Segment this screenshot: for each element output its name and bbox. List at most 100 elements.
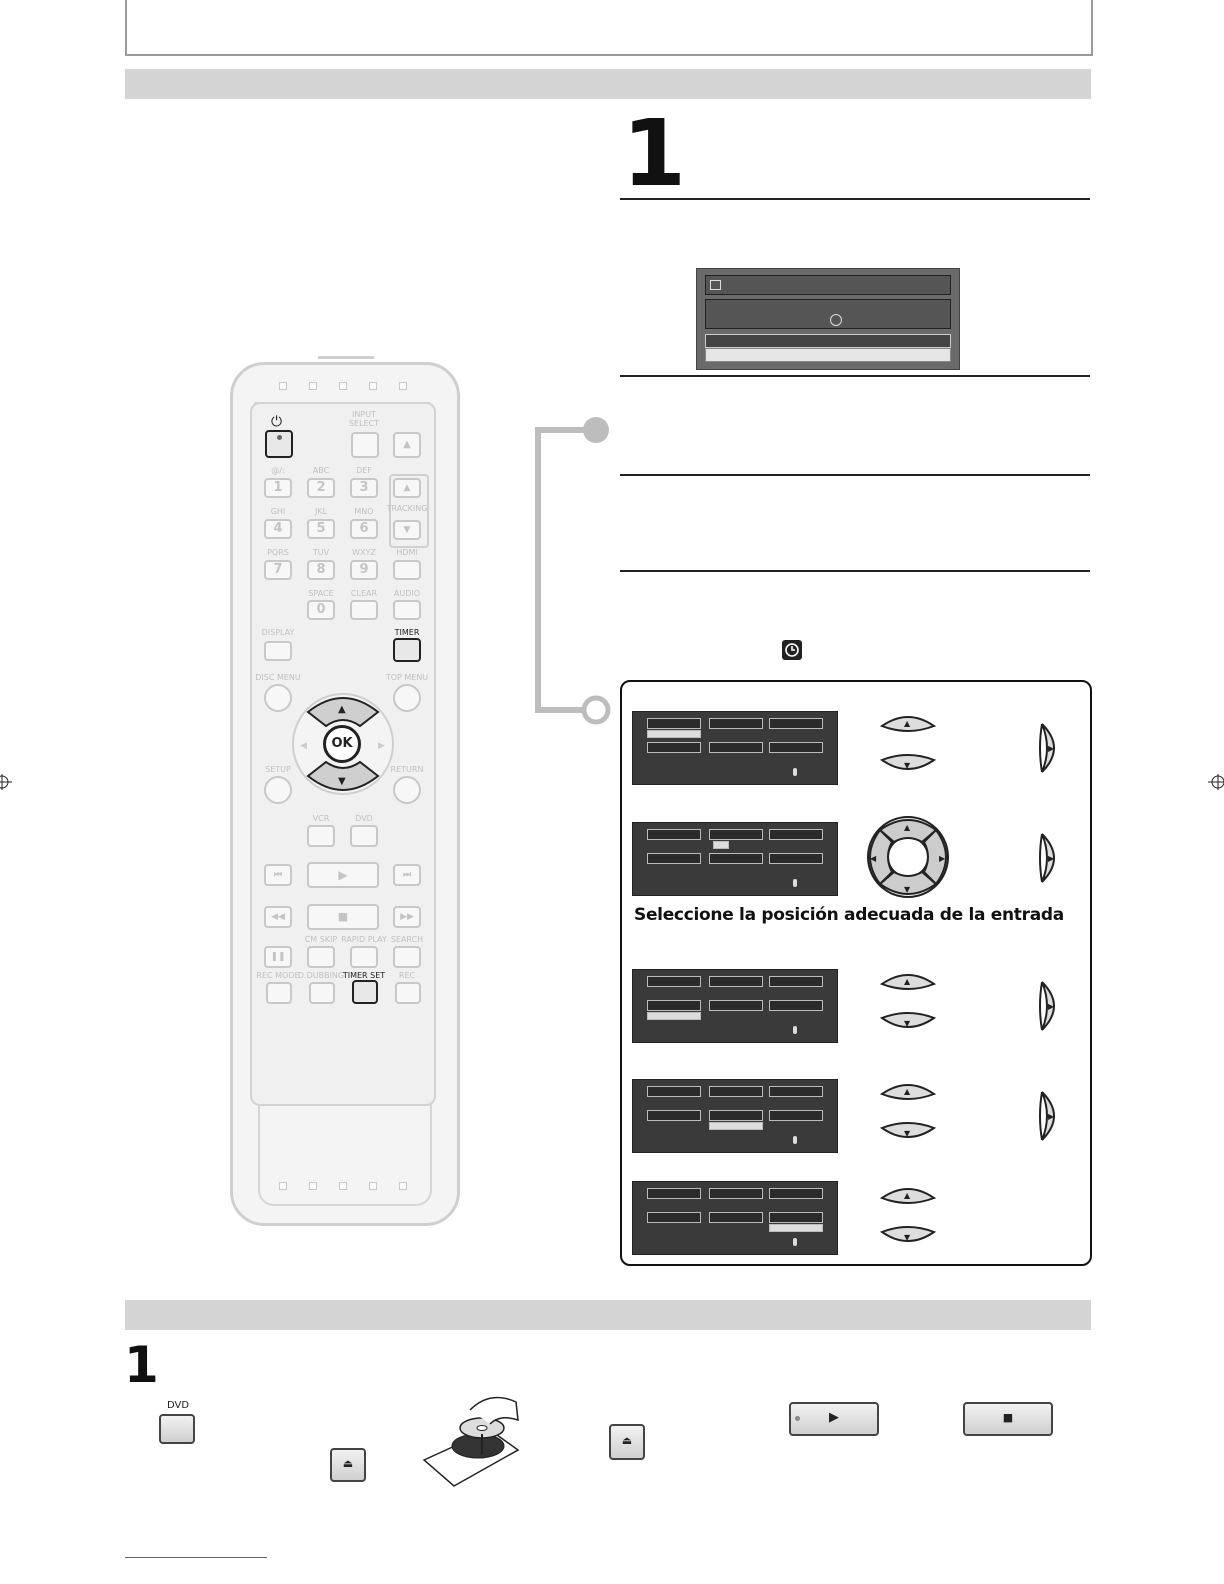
search-button[interactable] — [393, 946, 421, 968]
search-label: SEARCH — [390, 935, 424, 944]
timer-button[interactable] — [393, 638, 421, 662]
right-arrow-button-1[interactable]: ▶ — [1036, 720, 1068, 776]
up-arrow-button[interactable] — [320, 692, 366, 722]
display-button[interactable] — [264, 641, 292, 661]
remote-led — [279, 382, 287, 390]
key-3-label: DEF — [356, 466, 372, 475]
key-5[interactable]: 5 — [307, 519, 335, 539]
svg-text:▲: ▲ — [904, 719, 911, 728]
up-down-buttons-5[interactable]: ▲ ▼ — [878, 1180, 938, 1250]
key-7-label: PQRS — [267, 548, 289, 557]
disc-menu-label: DISC MENU — [255, 673, 301, 682]
up-down-buttons-3[interactable]: ▲ ▼ — [878, 966, 938, 1036]
dvd-button[interactable] — [159, 1414, 195, 1444]
svg-text:▼: ▼ — [904, 885, 911, 894]
disc-menu-button[interactable] — [264, 684, 292, 712]
key-7[interactable]: 7 — [264, 560, 292, 580]
menu-title-bar — [705, 275, 951, 295]
position-caption: Seleccione la posición adecuada de la en… — [634, 905, 1064, 925]
tracking-down-button[interactable]: ▼ — [393, 520, 421, 540]
eject-button[interactable]: ▲ — [393, 432, 421, 458]
skip-back-button[interactable]: ⏮ — [264, 864, 292, 886]
timer-label: TIMER — [394, 628, 420, 637]
svg-text:▼: ▼ — [904, 761, 911, 770]
open-close-button-2[interactable]: ⏏ — [609, 1424, 645, 1460]
right-arrow-button-2[interactable]: ▶ — [1036, 830, 1068, 886]
open-close-button-1[interactable]: ⏏ — [330, 1448, 366, 1482]
registration-mark-right — [1208, 774, 1224, 790]
section-band-bottom — [125, 1300, 1091, 1330]
up-down-buttons-4[interactable]: ▲ ▼ — [878, 1076, 938, 1146]
rapid-play-button[interactable] — [350, 946, 378, 968]
power-button[interactable] — [265, 430, 293, 458]
right-arrow-button-4[interactable]: ▶ — [1036, 1088, 1068, 1144]
stop-button[interactable]: ■ — [307, 904, 379, 930]
rec-label: REC — [398, 971, 416, 980]
tracking-up-button[interactable]: ▲ — [393, 478, 421, 498]
hdmi-button[interactable] — [393, 560, 421, 580]
timer-set-button[interactable] — [352, 980, 378, 1004]
key-6[interactable]: 6 — [350, 519, 378, 539]
pause-button[interactable]: ❚❚ — [264, 946, 292, 968]
skip-forward-button[interactable]: ⏭ — [393, 864, 421, 886]
key-0[interactable]: 0 — [307, 600, 335, 620]
setup-label: SETUP — [265, 765, 291, 774]
d-dubbing-button[interactable] — [309, 982, 335, 1004]
down-arrow-button[interactable] — [320, 766, 366, 796]
four-way-pad[interactable]: ▲▼ ◀▶ — [864, 814, 952, 900]
menu-icon — [710, 280, 721, 290]
cm-skip-button[interactable] — [307, 946, 335, 968]
timer-screen-4 — [632, 1079, 838, 1153]
top-menu-button[interactable] — [393, 684, 421, 712]
play-button[interactable]: ▶ — [307, 862, 379, 888]
input-select-label: INPUT SELECT — [348, 410, 380, 428]
key-1[interactable]: 1 — [264, 478, 292, 498]
svg-text:◀: ◀ — [870, 854, 877, 863]
space-label: SPACE — [308, 589, 334, 598]
key-9[interactable]: 9 — [350, 560, 378, 580]
svg-text:▼: ▼ — [904, 1233, 911, 1242]
clear-button[interactable] — [350, 600, 378, 620]
remote-led — [279, 1182, 287, 1190]
timer-screen-2 — [632, 822, 838, 896]
svg-text:▶: ▶ — [1048, 1112, 1055, 1121]
timer-screen-1 — [632, 711, 838, 785]
rewind-button[interactable]: ◀◀ — [264, 906, 292, 928]
play-button-large[interactable]: ▶ — [789, 1402, 879, 1436]
display-label: DISPLAY — [261, 628, 295, 637]
menu-panel — [705, 299, 951, 329]
key-3[interactable]: 3 — [350, 478, 378, 498]
key-6-label: MNO — [354, 507, 374, 516]
key-4[interactable]: 4 — [264, 519, 292, 539]
play-led — [795, 1416, 800, 1421]
step-number-top: 1 — [622, 100, 687, 207]
dvd-button[interactable] — [350, 825, 378, 847]
key-8[interactable]: 8 — [307, 560, 335, 580]
return-button[interactable] — [393, 776, 421, 804]
fast-forward-button[interactable]: ▶▶ — [393, 906, 421, 928]
vcr-button[interactable] — [307, 825, 335, 847]
remote-top-edge — [318, 356, 374, 367]
ok-button[interactable]: OK — [323, 725, 361, 763]
up-down-buttons-1[interactable]: ▲ ▼ — [878, 708, 938, 778]
tracking-label: TRACKING — [386, 504, 428, 513]
remote-led — [369, 382, 377, 390]
step-number-bottom: 1 — [124, 1336, 159, 1394]
rec-mode-button[interactable] — [266, 982, 292, 1004]
svg-text:▲: ▲ — [338, 704, 346, 715]
right-arrow-button-3[interactable]: ▶ — [1036, 978, 1068, 1034]
setup-button[interactable] — [264, 776, 292, 804]
registration-mark-left — [0, 774, 12, 790]
input-select-button[interactable] — [351, 432, 379, 458]
remote-led — [339, 382, 347, 390]
hdmi-label: HDMI — [396, 548, 418, 557]
remote-bottom-panel — [258, 1104, 432, 1206]
stop-button-large[interactable]: ■ — [963, 1402, 1053, 1436]
key-2[interactable]: 2 — [307, 478, 335, 498]
return-label: RETURN — [390, 765, 424, 774]
rec-button[interactable] — [395, 982, 421, 1004]
audio-button[interactable] — [393, 600, 421, 620]
clock-icon — [830, 314, 842, 326]
dvd-button-label: DVD — [166, 1400, 190, 1411]
svg-text:▶: ▶ — [1048, 744, 1055, 753]
